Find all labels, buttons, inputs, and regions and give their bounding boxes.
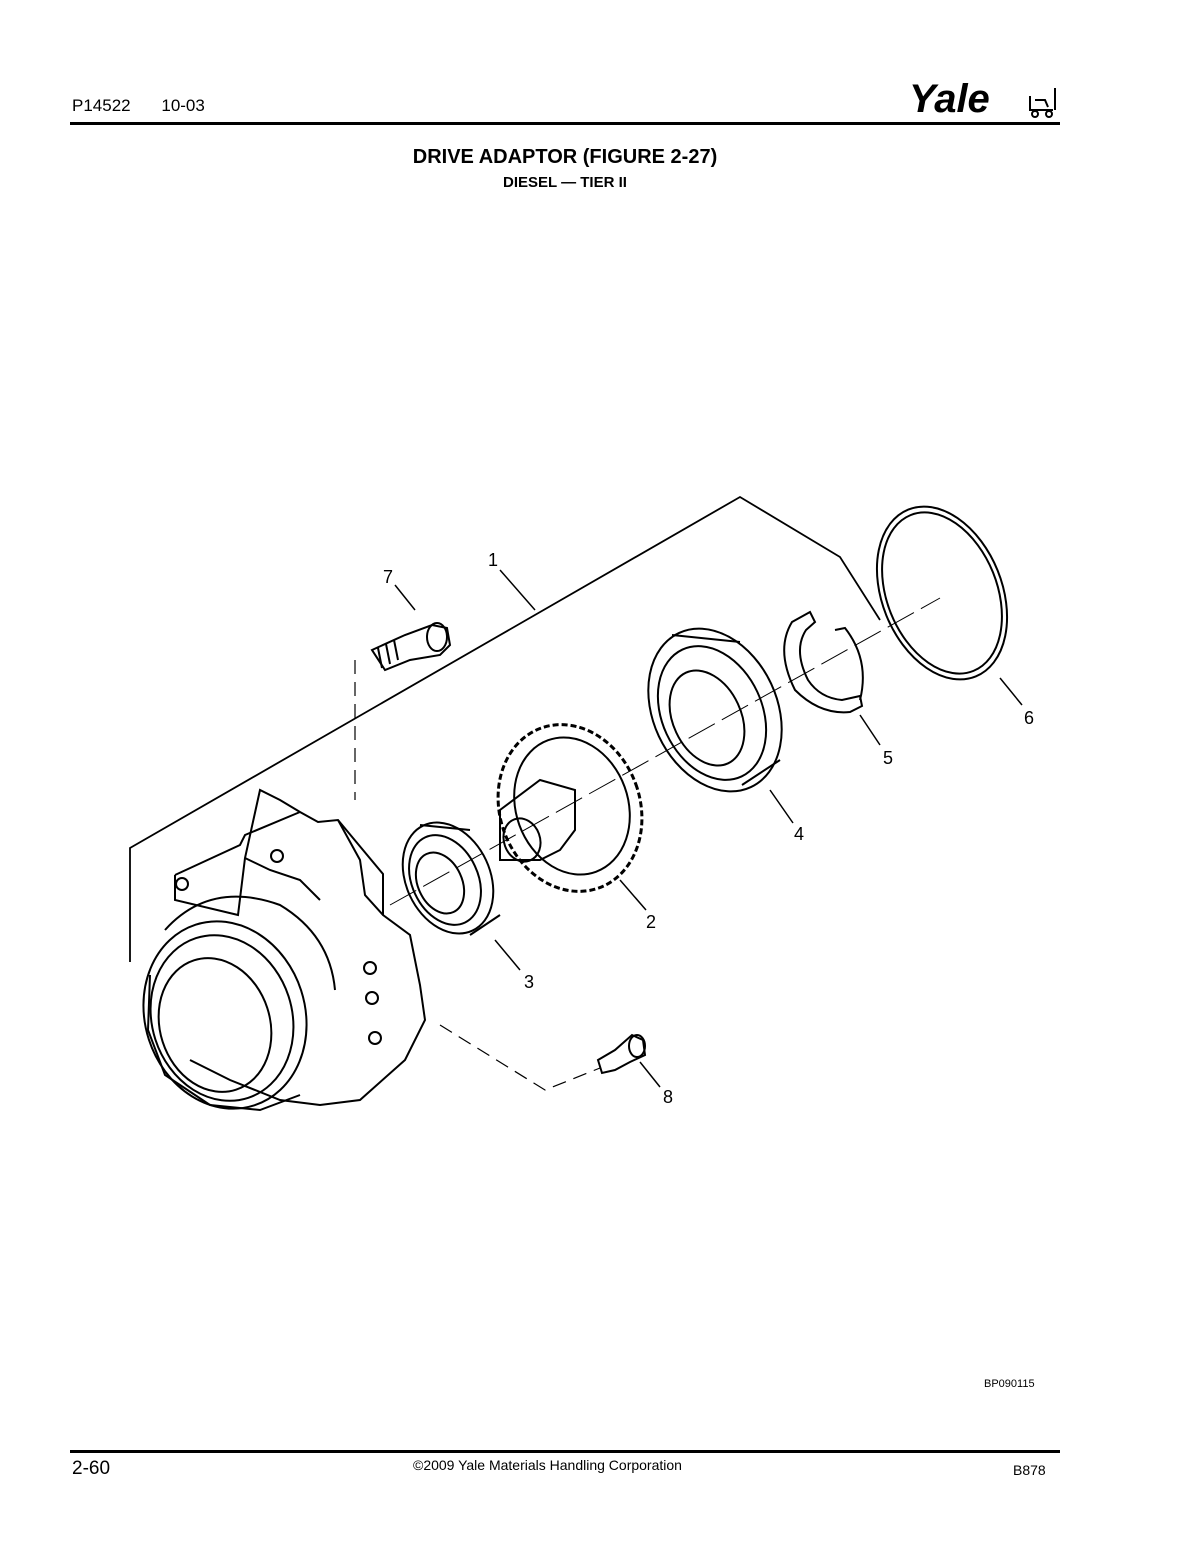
copyright: ©2009 Yale Materials Handling Corporatio… xyxy=(413,1457,682,1473)
header-rule xyxy=(70,122,1060,125)
o-ring-item-6 xyxy=(875,505,1009,681)
item1-bracket xyxy=(129,495,881,962)
callout-4: 4 xyxy=(794,824,804,844)
footer-rule xyxy=(70,1450,1060,1453)
leader-5 xyxy=(859,714,881,746)
leader-4 xyxy=(769,789,794,824)
leader-2 xyxy=(619,879,647,911)
leader-6 xyxy=(999,677,1023,706)
forklift-icon xyxy=(1029,88,1056,118)
yale-logo: Yale xyxy=(909,77,1056,121)
callout-8: 8 xyxy=(663,1087,673,1107)
document-code: B878 xyxy=(1013,1462,1046,1478)
callout-7: 7 xyxy=(383,567,393,587)
screw8-leader xyxy=(439,1024,601,1091)
page-number: 2-60 xyxy=(72,1458,111,1479)
snap-ring-item-5 xyxy=(783,610,864,714)
capscrew-item-8 xyxy=(596,1033,647,1075)
figure-reference-code: BP090115 xyxy=(984,1378,1035,1390)
gear-item-2 xyxy=(496,723,644,893)
page-title: DRIVE ADAPTOR (FIGURE 2-27) xyxy=(412,146,718,168)
callout-5: 5 xyxy=(883,748,893,768)
bearing-item-4 xyxy=(647,627,783,793)
leader-7 xyxy=(394,584,416,611)
center-axis xyxy=(389,597,941,906)
callout-6: 6 xyxy=(1024,708,1034,728)
capscrew-item-7 xyxy=(370,622,452,672)
revision-date: 10-03 xyxy=(161,96,205,115)
header-ids: P14522 10-03 xyxy=(72,96,231,116)
leader-8 xyxy=(639,1061,661,1088)
leader-3 xyxy=(494,939,521,971)
callout-3: 3 xyxy=(524,972,534,992)
bearing-item-3 xyxy=(401,821,501,936)
logo-wordmark: Yale xyxy=(909,77,990,121)
leader-1 xyxy=(499,569,536,611)
callout-2: 2 xyxy=(646,912,656,932)
page-subtitle: DIESEL — TIER II xyxy=(503,174,627,191)
drive-adaptor-housing xyxy=(142,788,427,1112)
callout-1: 1 xyxy=(488,550,498,570)
part-number: P14522 xyxy=(72,96,131,115)
